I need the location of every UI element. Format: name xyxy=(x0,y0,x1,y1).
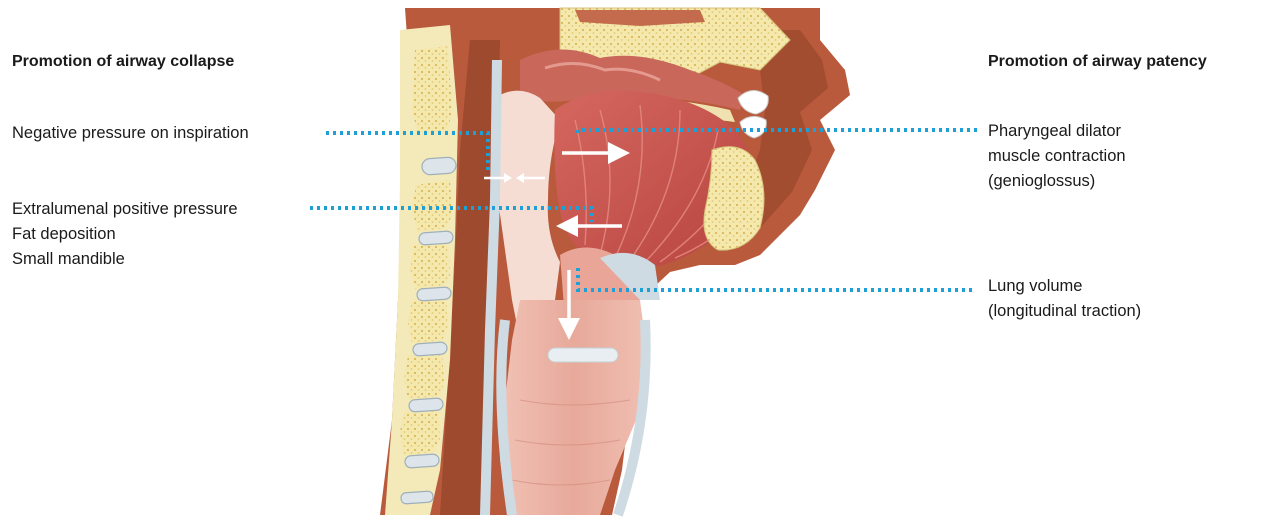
label-small-mandible: Small mandible xyxy=(12,247,238,272)
label-lung-volume: Lung volume xyxy=(988,274,1141,299)
label-negative-pressure: Negative pressure on inspiration xyxy=(12,121,249,146)
heading-airway-patency: Promotion of airway patency xyxy=(988,53,1207,71)
label-muscle-contraction: muscle contraction xyxy=(988,144,1126,169)
mandible-bone xyxy=(704,147,764,250)
label-lung-group: Lung volume (longitudinal traction) xyxy=(988,274,1141,324)
label-fat-deposition: Fat deposition xyxy=(12,222,238,247)
label-longitudinal-traction: (longitudinal traction) xyxy=(988,299,1141,324)
label-extralumenal-group: Extralumenal positive pressure Fat depos… xyxy=(12,197,238,272)
label-pharyngeal-dilator: Pharyngeal dilator xyxy=(988,119,1126,144)
larynx-trachea xyxy=(500,300,648,515)
label-genioglossus: (genioglossus) xyxy=(988,169,1126,194)
label-dilator-group: Pharyngeal dilator muscle contraction (g… xyxy=(988,119,1126,194)
heading-airway-collapse: Promotion of airway collapse xyxy=(12,53,234,71)
label-extralumenal-pressure: Extralumenal positive pressure xyxy=(12,197,238,222)
